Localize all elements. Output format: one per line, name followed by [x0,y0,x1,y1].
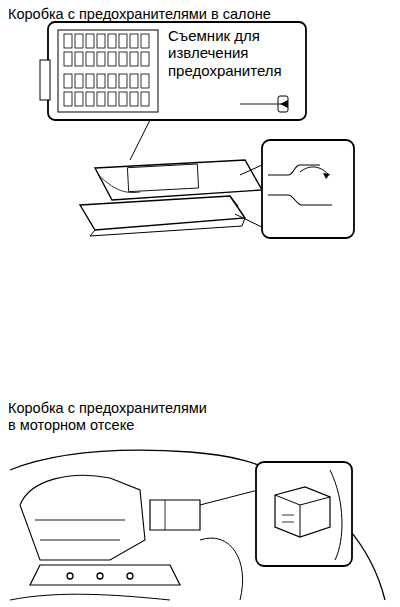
engine-fuse-box-inset [256,462,352,566]
dashboard-panel [80,160,262,236]
panel-clip-inset [262,140,354,238]
interior-fuse-box-inset [40,22,306,120]
part-label: Съемник для извлечения предохранителя [166,27,298,79]
engine-bay-sketch [10,450,385,600]
section-heading: Коробка с предохранителями в моторном от… [8,400,216,433]
section-heading: Коробка с предохранителями в салоне [8,6,388,23]
